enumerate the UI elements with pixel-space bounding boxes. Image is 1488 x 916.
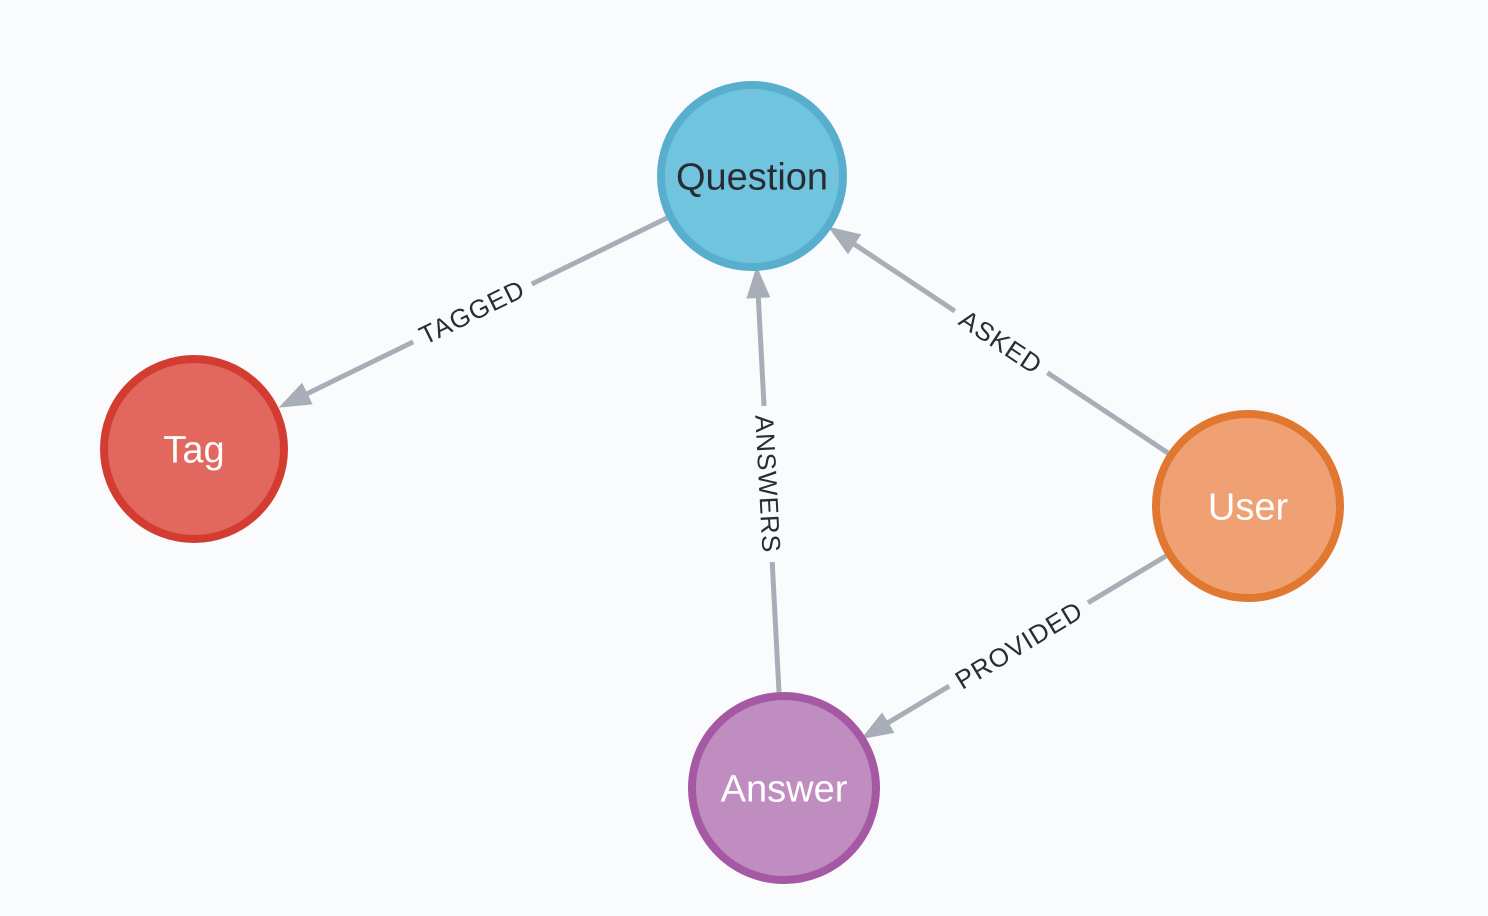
- node-tag-label: Tag: [163, 429, 224, 471]
- node-tag[interactable]: [100, 355, 288, 543]
- node-answer[interactable]: [688, 692, 880, 884]
- edge-provided-label[interactable]: PROVIDED: [950, 595, 1088, 695]
- node-question[interactable]: [657, 81, 847, 271]
- edge-tagged-label[interactable]: TAGGED: [414, 274, 529, 351]
- edge-tagged-label-bg: [405, 267, 539, 357]
- node-answer-label: Answer: [721, 768, 848, 810]
- edge-layer: TAGGED ASKED ANSWERS PROVIDED: [278, 215, 1170, 740]
- edge-provided-label-bg: [941, 588, 1098, 702]
- node-user-label: User: [1208, 486, 1289, 528]
- edge-answers-label-bg: [746, 404, 789, 564]
- edge-asked-label[interactable]: ASKED: [954, 304, 1048, 381]
- node-question-label: Question: [676, 156, 828, 198]
- edge-answers-label[interactable]: ANSWERS: [749, 414, 786, 554]
- node-user[interactable]: [1152, 410, 1344, 602]
- edge-asked-label-bg: [945, 297, 1057, 387]
